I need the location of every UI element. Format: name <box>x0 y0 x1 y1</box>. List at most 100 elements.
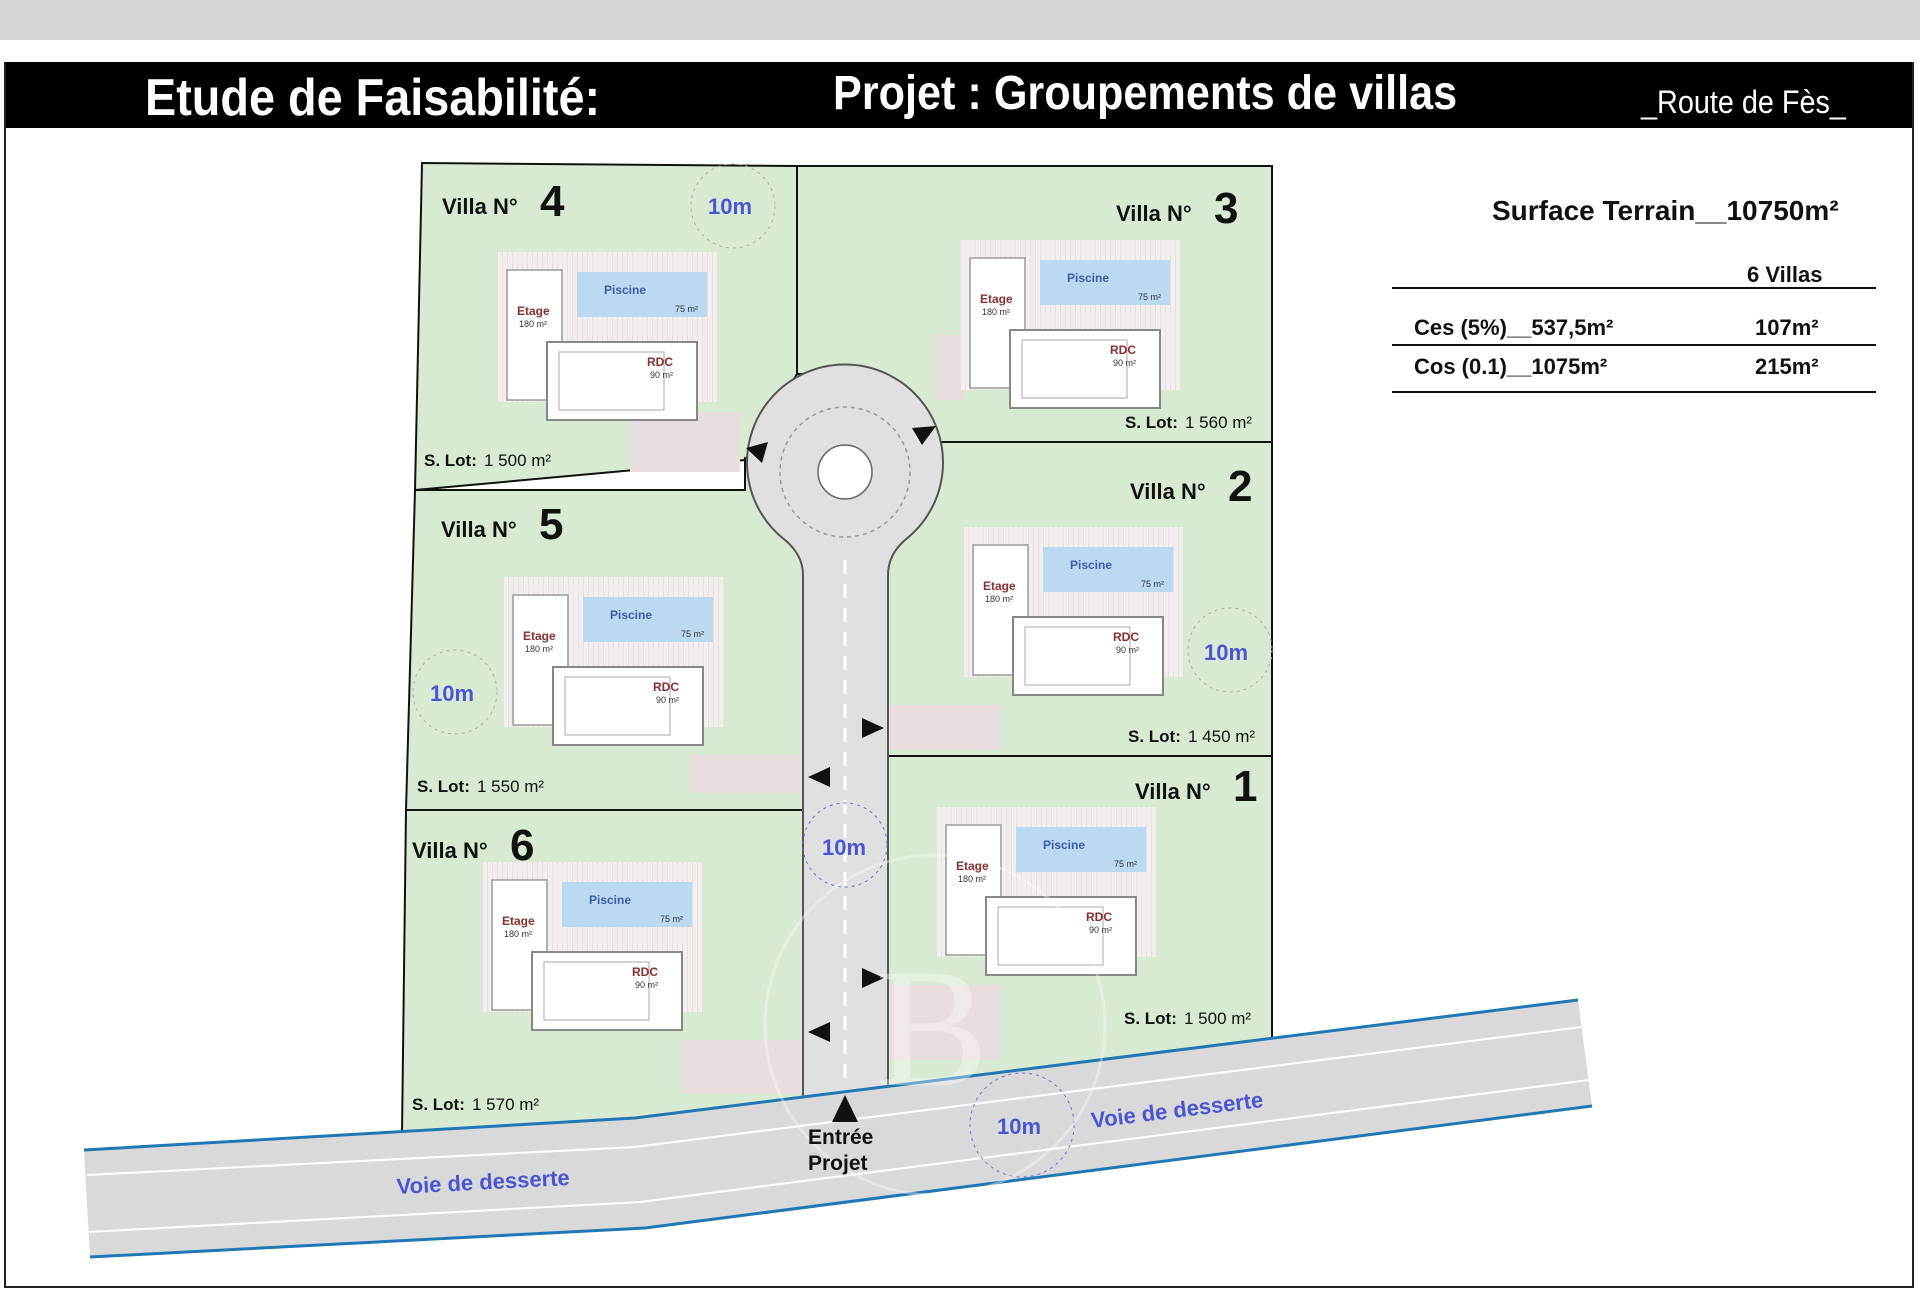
ground-label: RDC <box>1086 910 1112 924</box>
house-villa-6 <box>481 861 703 1031</box>
ground-area: 90 m² <box>656 695 679 705</box>
floor-area: 180 m² <box>504 929 532 939</box>
watermark-logo: B <box>763 853 1107 1197</box>
ground-area: 90 m² <box>635 980 658 990</box>
project-title: Projet : Groupements de villas <box>833 67 1458 120</box>
floor-area: 180 m² <box>525 644 553 654</box>
setback-label: 10m <box>708 194 752 219</box>
location-label: _Route de Fès_ <box>1641 84 1846 120</box>
ground-area: 90 m² <box>1116 645 1139 655</box>
lot-area-value: 1 560 m² <box>1185 413 1252 432</box>
summary-divider <box>1392 391 1876 393</box>
svg-text:B: B <box>875 934 988 1122</box>
ground-area: 90 m² <box>650 370 673 380</box>
pool-label: Piscine <box>1043 838 1085 852</box>
floor-label: Etage <box>502 914 535 928</box>
floor-area: 180 m² <box>985 594 1013 604</box>
villa-number: 4 <box>540 177 565 226</box>
entrance-label-line1: Entrée <box>808 1126 873 1149</box>
ces-label: Ces (5%)__537,5m² <box>1414 315 1614 340</box>
pool-area: 75 m² <box>1141 579 1164 589</box>
lot-area-label: S. Lot: <box>1128 727 1181 746</box>
floor-label: Etage <box>983 579 1016 593</box>
direction-arrow <box>912 426 936 445</box>
sheet-frame <box>4 62 1914 1288</box>
pool-label: Piscine <box>1067 271 1109 285</box>
villa-title-prefix: Villa N° <box>412 838 488 863</box>
surface-terrain: Surface Terrain__10750m² <box>1492 195 1839 226</box>
lot-area-label: S. Lot: <box>424 451 477 470</box>
setback-label: 10m <box>997 1114 1041 1139</box>
entrance-arrow <box>832 1095 858 1122</box>
lot-area-label: S. Lot: <box>412 1095 465 1114</box>
house-villa-4 <box>496 251 718 421</box>
villa-number: 5 <box>539 500 563 549</box>
direction-arrow <box>808 767 830 787</box>
setback-label: 10m <box>1204 640 1248 665</box>
villa-number: 6 <box>510 821 534 870</box>
floor-label: Etage <box>956 859 989 873</box>
villa-title-prefix: Villa N° <box>1116 201 1192 226</box>
access-road <box>746 363 944 1121</box>
villa-title-prefix: Villa N° <box>442 194 518 219</box>
pool-area: 75 m² <box>1138 292 1161 302</box>
floor-label: Etage <box>523 629 556 643</box>
setback-label: 10m <box>430 681 474 706</box>
direction-arrow <box>808 1022 830 1042</box>
lot-area-value: 1 500 m² <box>484 451 551 470</box>
villa-number: 3 <box>1214 184 1238 233</box>
cos-value: 215m² <box>1755 354 1819 379</box>
main-road <box>84 1000 1592 1257</box>
ground-label: RDC <box>647 355 673 369</box>
house-villa-3 <box>959 239 1181 409</box>
entrance-label-line2: Projet <box>808 1152 868 1175</box>
villa-title-prefix: Villa N° <box>441 517 517 542</box>
lot-area-value: 1 570 m² <box>472 1095 539 1114</box>
house-villa-2 <box>962 526 1184 696</box>
pool-area: 75 m² <box>660 914 683 924</box>
ces-value: 107m² <box>1755 315 1819 340</box>
summary-divider <box>1392 344 1876 346</box>
study-title: Etude de Faisabilité: <box>145 69 601 127</box>
floor-label: Etage <box>517 304 550 318</box>
direction-arrow <box>862 968 884 988</box>
villa-title-prefix: Villa N° <box>1130 479 1206 504</box>
lot-area-label: S. Lot: <box>1124 1009 1177 1028</box>
ground-label: RDC <box>632 965 658 979</box>
title-bar <box>4 62 1914 128</box>
pool-area: 75 m² <box>1114 859 1137 869</box>
house-villa-5 <box>502 576 724 746</box>
pool-label: Piscine <box>1070 558 1112 572</box>
pool-label: Piscine <box>589 893 631 907</box>
pool-label: Piscine <box>604 283 646 297</box>
ground-label: RDC <box>653 680 679 694</box>
ground-label: RDC <box>1113 630 1139 644</box>
villas-count: 6 Villas <box>1747 262 1823 287</box>
floor-area: 180 m² <box>982 307 1010 317</box>
ground-area: 90 m² <box>1113 358 1136 368</box>
villa-title-prefix: Villa N° <box>1135 779 1211 804</box>
floor-area: 180 m² <box>958 874 986 884</box>
lot-area-value: 1 500 m² <box>1184 1009 1251 1028</box>
pool-label: Piscine <box>610 608 652 622</box>
villa-labels: Villa N° 1 S. Lot: 1 500 m² Villa N° 2 S. Lot:… <box>412 177 1257 1114</box>
pool-area: 75 m² <box>675 304 698 314</box>
villa-number: 2 <box>1228 462 1252 511</box>
lot-area-label: S. Lot: <box>1125 413 1178 432</box>
ground-label: RDC <box>1110 343 1136 357</box>
direction-arrow <box>746 442 768 463</box>
summary-divider <box>1392 287 1876 289</box>
lot-area-value: 1 450 m² <box>1188 727 1255 746</box>
floor-label: Etage <box>980 292 1013 306</box>
lot-area-value: 1 550 m² <box>477 777 544 796</box>
villa-number: 1 <box>1233 762 1257 811</box>
pool-area: 75 m² <box>681 629 704 639</box>
cos-label: Cos (0.1)__1075m² <box>1414 354 1608 379</box>
roundabout-island <box>817 444 873 500</box>
setback-label: 10m <box>822 835 866 860</box>
direction-arrow <box>862 718 884 738</box>
lot-area-label: S. Lot: <box>417 777 470 796</box>
ground-area: 90 m² <box>1089 925 1112 935</box>
